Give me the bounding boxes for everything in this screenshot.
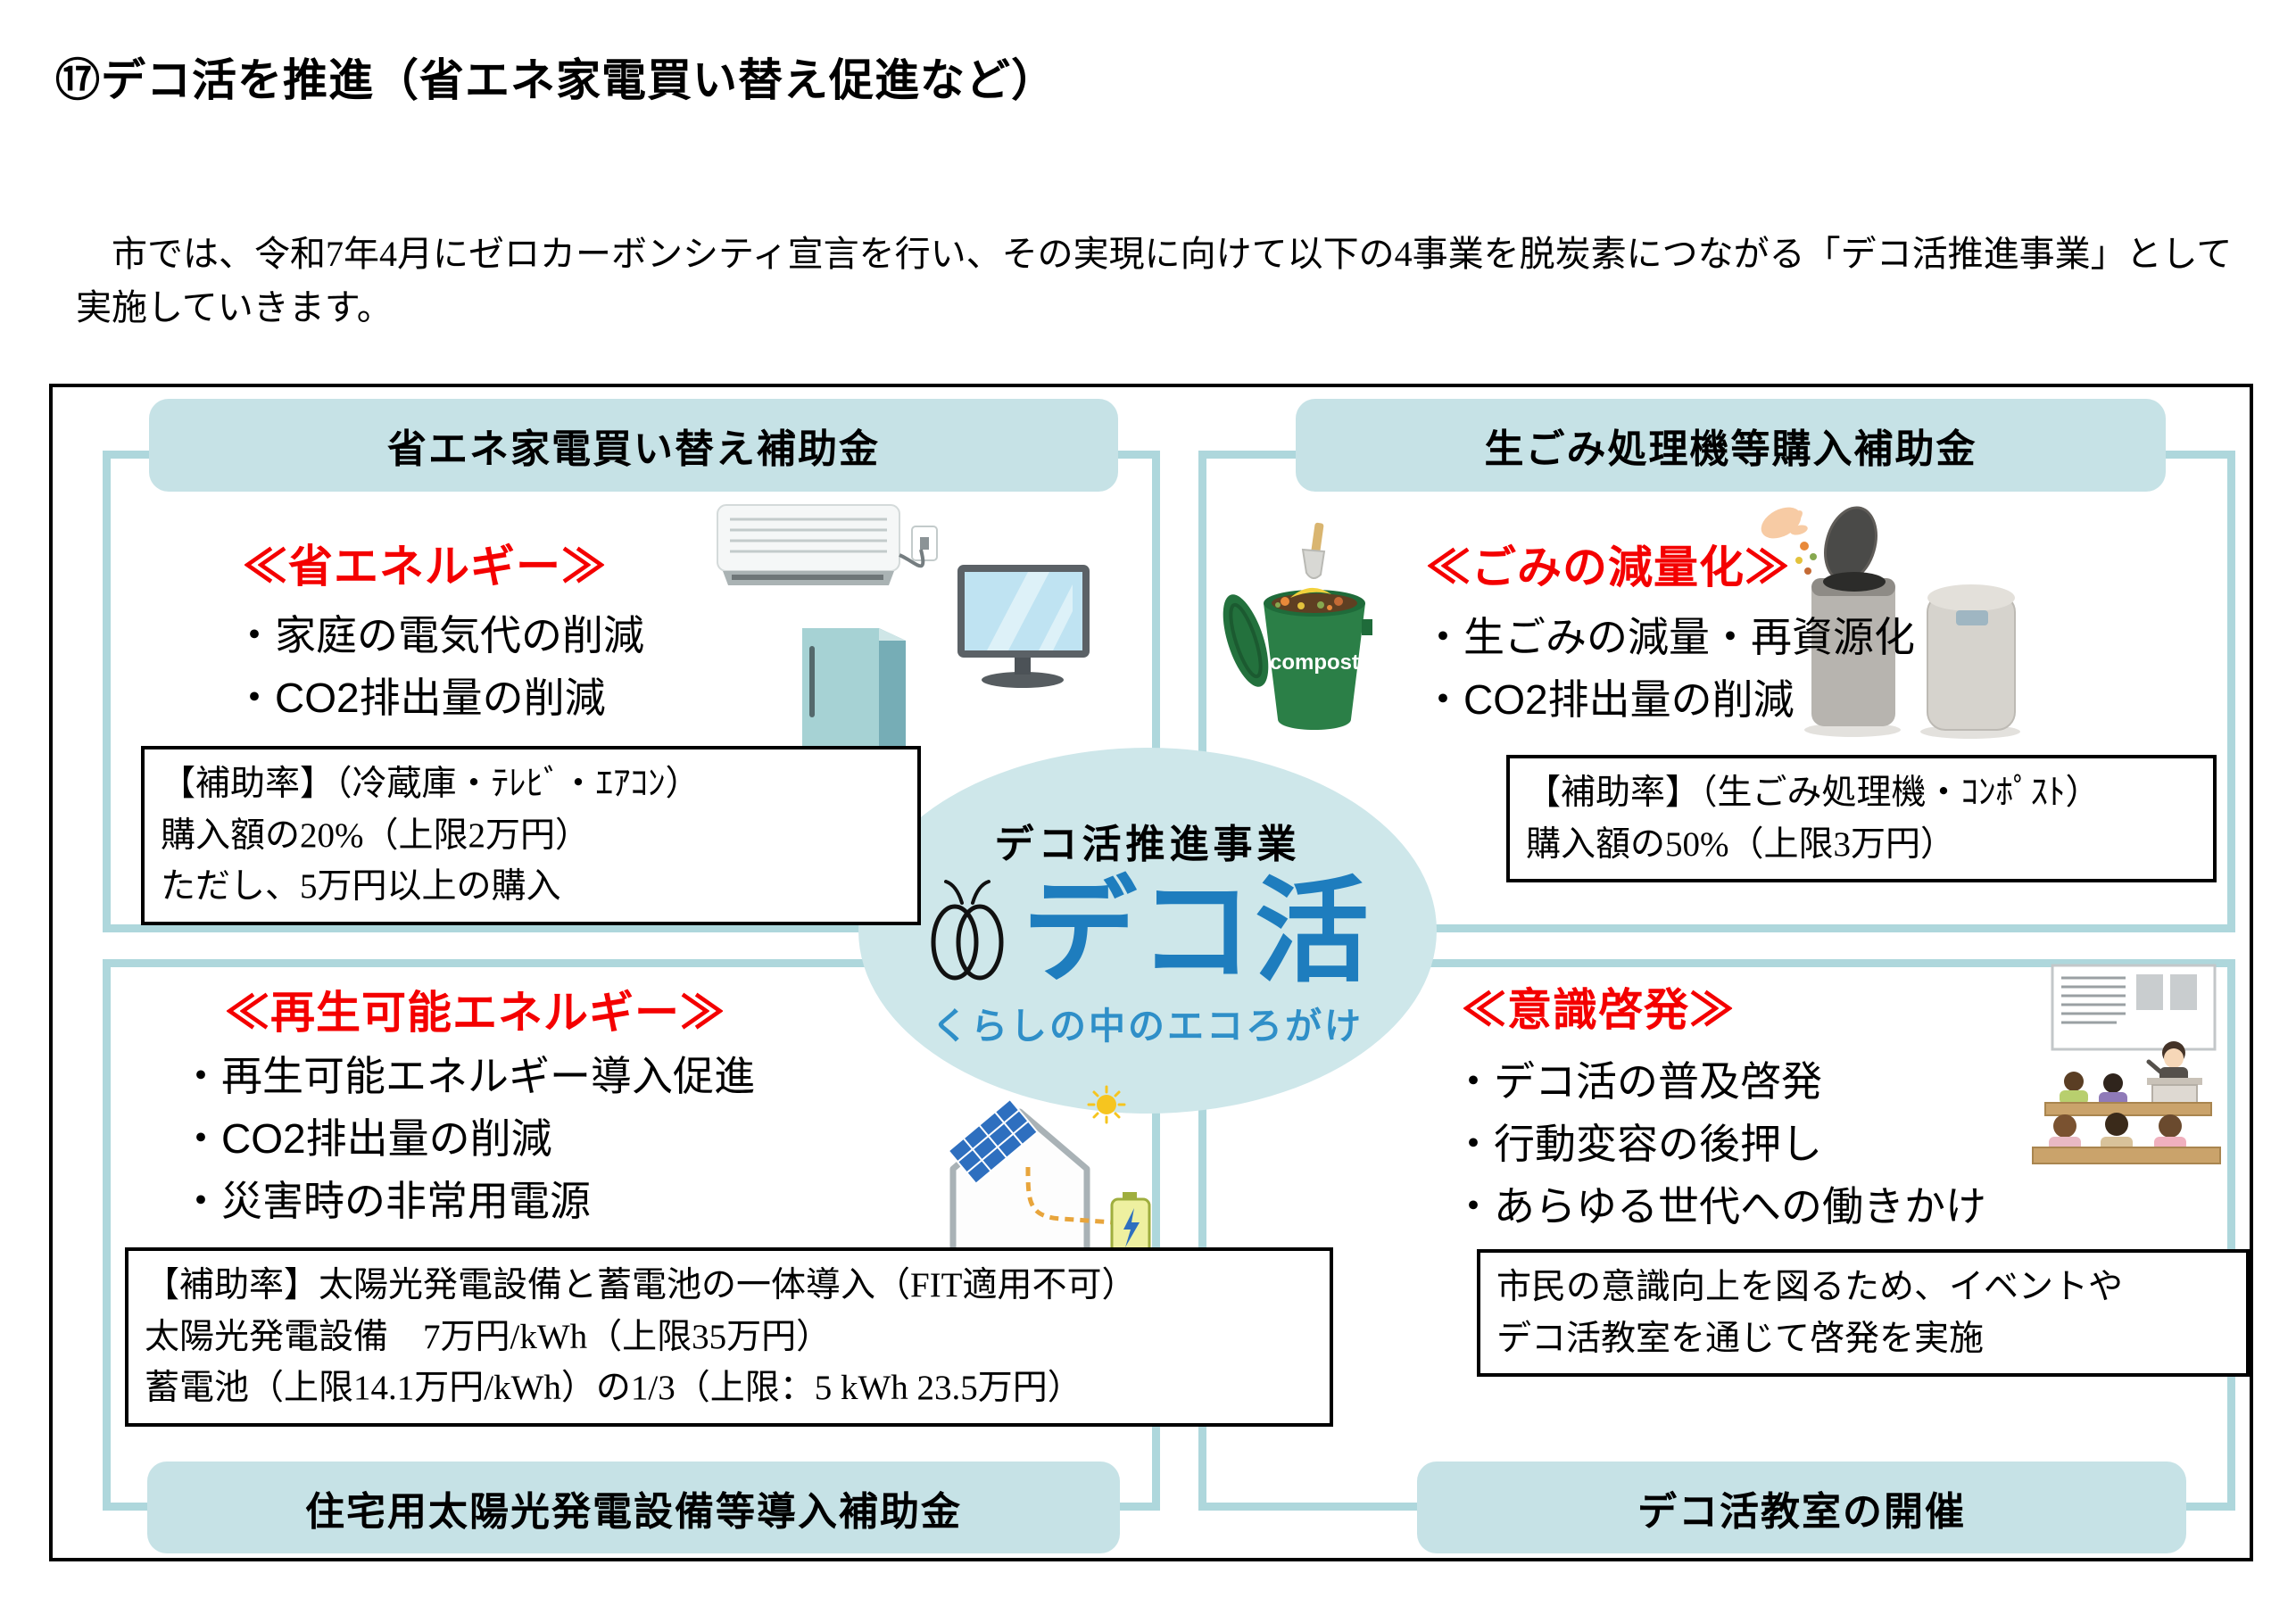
note-renewable-energy: 【補助率】太陽光発電設備と蓄電池の一体導入（FIT適用不可） 太陽光発電設備 7…	[125, 1247, 1333, 1428]
classroom-icon	[2032, 964, 2221, 1164]
decokatsu-logo: デコ活	[924, 874, 1371, 990]
decokatsu-ellipse: デコ活推進事業 デコ活 くらしの中のエコろがけ	[858, 748, 1437, 1114]
solar-house-icon	[947, 1085, 1151, 1260]
category-renewable-energy: ≪再生可能エネルギー≫	[225, 988, 725, 1038]
garbage-disposal-icon	[1761, 506, 2020, 739]
bullet-item: ・CO2排出量の削減	[1422, 675, 1795, 723]
bullet-item: ・災害時の非常用電源	[180, 1177, 591, 1224]
decokatsu-logo-text: デコ活	[1022, 868, 1371, 996]
note-garbage-reduction: 【補助率】（生ごみ処理機・ｺﾝﾎﾟｽﾄ） 購入額の50%（上限3万円）	[1506, 755, 2217, 883]
bullet-item: ・再生可能エネルギー導入促進	[180, 1053, 755, 1099]
bullet-item: ・あらゆる世代への働きかけ	[1453, 1182, 1986, 1230]
note-energy-saving: 【補助率】（冷蔵庫・ﾃﾚﾋﾞ・ｴｱｺﾝ） 購入額の20%（上限2万円） ただし、…	[141, 746, 921, 926]
bullet-item: ・行動変容の後押し	[1453, 1120, 1822, 1167]
compost-bin-icon: compost	[1223, 522, 1372, 730]
note-awareness: 市民の意識向上を図るため、イベントや デコ活教室を通じて啓発を実施	[1477, 1249, 2250, 1378]
bullet-item: ・CO2排出量の削減	[234, 674, 606, 721]
header-energy-saving-subsidy: 省エネ家電買い替え補助金	[149, 399, 1118, 492]
note-line: 【補助率】太陽光発電設備と蓄電池の一体導入（FIT適用不可）	[145, 1266, 1137, 1304]
note-line: 【補助率】（生ごみ処理機・ｺﾝﾎﾟｽﾄ）	[1526, 774, 2101, 812]
footer-decokatsu-class: デコ活教室の開催	[1417, 1462, 2186, 1553]
note-line: 【補助率】（冷蔵庫・ﾃﾚﾋﾞ・ｴｱｺﾝ）	[161, 765, 700, 803]
note-line: 購入額の50%（上限3万円）	[1526, 824, 1955, 864]
bullets-awareness: ・デコ活の普及啓発 ・行動変容の後押し ・あらゆる世代への働きかけ	[1453, 1051, 1986, 1238]
intro-paragraph: 市では、令和7年4月にゼロカーボンシティ宣言を行い、その実現に向けて以下の4事業…	[76, 234, 2233, 327]
bullet-item: ・生ごみの減量・再資源化	[1422, 614, 1915, 660]
tv-icon	[957, 565, 1090, 688]
footer-solar-subsidy: 住宅用太陽光発電設備等導入補助金	[147, 1462, 1120, 1553]
bullets-renewable-energy: ・再生可能エネルギー導入促進 ・CO2排出量の削減 ・災害時の非常用電源	[180, 1046, 755, 1233]
note-line: 太陽光発電設備 7万円/kWh（上限35万円）	[145, 1317, 832, 1356]
page-title: ⑰デコ活を推進（省エネ家電買い替え促進など）	[55, 55, 1057, 105]
note-line: 蓄電池（上限14.1万円/kWh）の1/3（上限：5 kWh 23.5万円）	[145, 1369, 1082, 1408]
bullet-item: ・CO2排出量の削減	[180, 1114, 552, 1162]
category-awareness: ≪意識啓発≫	[1462, 985, 1735, 1035]
header-garbage-machine-subsidy: 生ごみ処理機等購入補助金	[1296, 399, 2166, 492]
bullets-energy-saving: ・家庭の電気代の削減 ・CO2排出量の削減	[234, 605, 644, 730]
note-line: 購入額の20%（上限2万円）	[161, 816, 590, 855]
decokatsu-tagline: くらしの中のエコろがけ	[932, 1006, 1364, 1047]
air-conditioner-icon	[717, 504, 938, 585]
program-label: デコ活推進事業	[994, 823, 1301, 866]
category-energy-saving: ≪省エネルギー≫	[243, 542, 607, 592]
note-line: 市民の意識向上を図るため、イベントや	[1496, 1268, 2124, 1306]
note-line: デコ活教室を通じて啓発を実施	[1496, 1319, 1985, 1358]
bullet-item: ・家庭の電気代の削減	[234, 612, 644, 658]
category-garbage-reduction: ≪ごみの減量化≫	[1426, 542, 1790, 592]
bullets-garbage-reduction: ・生ごみの減量・再資源化 ・CO2排出量の削減	[1422, 607, 1915, 732]
compost-label: compost	[1270, 650, 1359, 675]
bullet-item: ・デコ活の普及啓発	[1453, 1058, 1822, 1105]
note-line: ただし、5万円以上の購入	[161, 867, 561, 907]
butterfly-icon	[931, 880, 1004, 981]
